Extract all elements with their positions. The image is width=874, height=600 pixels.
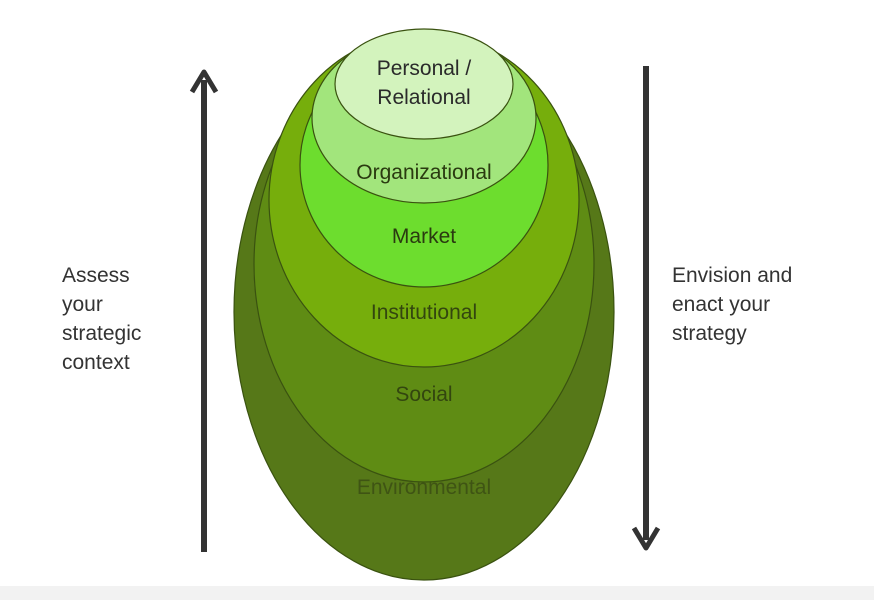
layer-label-social: Social	[395, 383, 452, 406]
labels-group: Environmental Social Institutional Market Or…	[356, 57, 491, 499]
footer-strip	[0, 586, 874, 600]
layer-label-institutional: Institutional	[371, 301, 477, 324]
down-arrow	[631, 66, 661, 551]
layer-label-environmental: Environmental	[357, 476, 491, 499]
layer-label-organizational: Organizational	[356, 161, 491, 184]
up-arrow	[189, 69, 219, 552]
layers-group	[233, 28, 615, 581]
layer-personal-relational	[334, 28, 514, 140]
layer-label-personal-relational: Personal /Relational	[377, 57, 472, 109]
up-arrow-head	[189, 69, 219, 94]
down-arrow-head	[631, 526, 661, 551]
assess-context-label: Assess your strategic context	[62, 264, 142, 374]
layer-label-market: Market	[392, 225, 456, 248]
envision-strategy-label: Envision and enact your strategy	[672, 264, 793, 345]
